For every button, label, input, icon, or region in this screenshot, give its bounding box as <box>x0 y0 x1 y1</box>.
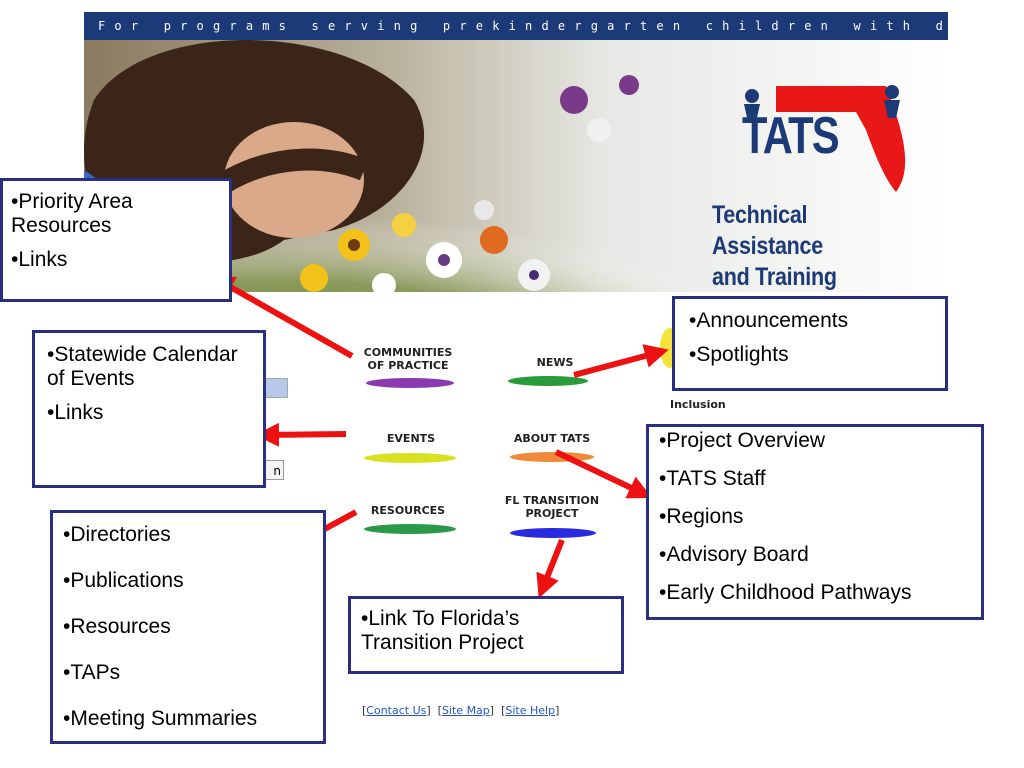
callout-about-item: •Project Overview <box>659 429 826 452</box>
tats-logo: TATS <box>706 82 936 272</box>
nav-fl-transition-project[interactable]: FL TRANSITION PROJECT <box>504 494 600 520</box>
events-brush-stroke <box>364 453 456 463</box>
callout-events-item: •Links <box>47 401 104 424</box>
arrow-events <box>255 422 347 447</box>
callout-about-item: •TATS Staff <box>659 467 766 490</box>
site-map-link[interactable]: Site Map <box>441 704 490 717</box>
footer-links: [Contact Us] [Site Map] [Site Help] <box>362 704 560 717</box>
callout-events: •Statewide Calendar of Events •Links <box>32 330 266 488</box>
callout-communities-item: •Links <box>11 248 68 271</box>
callout-events-item: •Statewide Calendar of Events <box>47 343 238 390</box>
communities-brush-stroke <box>366 378 454 388</box>
callout-news-item: •Spotlights <box>689 343 789 366</box>
callout-communities-item: •Priority Area Resources <box>11 190 133 237</box>
search-button-fragment[interactable]: n <box>262 460 284 480</box>
hero-photo <box>84 40 948 292</box>
callout-news-item: •Announcements <box>689 309 849 332</box>
callout-resources-item: •Resources <box>63 615 171 638</box>
contact-us-link[interactable]: Contact Us <box>366 704 427 717</box>
callout-resources-item: •Publications <box>63 569 184 592</box>
arrow-fl-transition <box>536 538 565 599</box>
nav-events[interactable]: EVENTS <box>386 432 436 445</box>
callout-resources-item: •TAPs <box>63 661 121 684</box>
callout-resources-item: •Directories <box>63 523 171 546</box>
nav-resources[interactable]: RESOURCES <box>370 504 446 517</box>
news-brush-stroke <box>508 376 588 386</box>
tats-logo-wordmark: TATS <box>742 107 840 165</box>
site-help-link[interactable]: Site Help <box>505 704 556 717</box>
callout-about-item: •Advisory Board <box>659 543 809 566</box>
callout-about-item: •Regions <box>659 505 744 528</box>
fl-transition-brush-stroke <box>510 528 596 538</box>
nav-communities-of-practice[interactable]: COMMUNITIES OF PRACTICE <box>363 346 453 372</box>
callout-fl-transition: •Link To Florida’s Transition Project <box>348 596 624 674</box>
resources-brush-stroke <box>364 524 456 534</box>
tagline-banner: For programs serving prekindergarten chi… <box>84 12 948 40</box>
callout-about-tats: •Project Overview •TATS Staff •Regions •… <box>646 424 984 620</box>
nav-about-tats[interactable]: ABOUT TATS <box>513 432 591 445</box>
tats-name-line1: Technical Assistance <box>712 201 823 260</box>
tats-full-name: Technical Assistance and Training System <box>712 200 901 324</box>
callout-fl-transition-item: •Link To Florida’s Transition Project <box>361 607 524 654</box>
callout-about-item: •Early Childhood Pathways <box>659 581 912 604</box>
callout-news: •Announcements •Spotlights <box>672 296 948 391</box>
nav-news[interactable]: NEWS <box>536 356 574 369</box>
callout-communities: •Priority Area Resources •Links <box>0 178 232 302</box>
about-brush-stroke <box>510 452 594 462</box>
callout-resources-item: •Meeting Summaries <box>63 707 258 730</box>
inclusion-text: Inclusion <box>670 398 726 411</box>
callout-resources: •Directories •Publications •Resources •T… <box>50 510 326 744</box>
